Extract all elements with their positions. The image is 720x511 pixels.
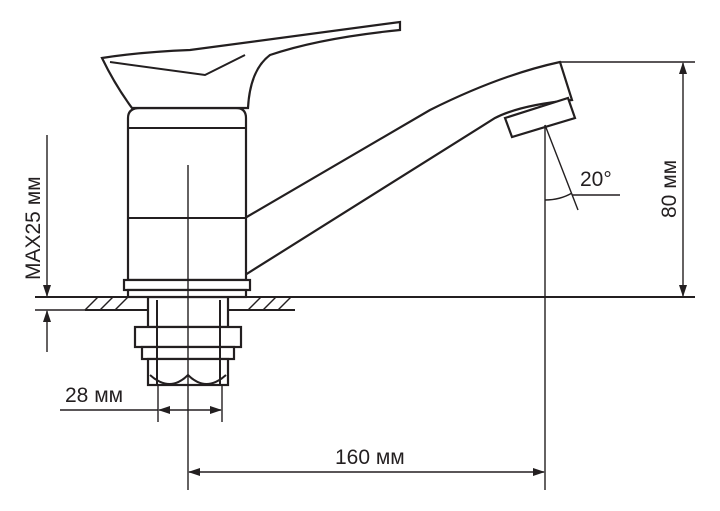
angle-annotation: 20° [544,124,620,211]
max-thickness-label: MAX25 мм [22,176,45,280]
lever-handle [100,20,402,110]
spout [243,60,574,277]
max-thickness-dimension: MAX25 мм [22,135,85,352]
height-label: 80 мм [658,160,681,218]
faucet-body [122,106,252,299]
height-dimension: 80 мм [560,61,695,297]
reach-label: 160 мм [335,446,405,469]
thread-dimension: 28 мм [60,384,223,422]
thread-label: 28 мм [65,384,123,407]
aerator [503,96,577,139]
reach-dimension: 160 мм [188,446,545,476]
angle-label: 20° [580,168,612,191]
